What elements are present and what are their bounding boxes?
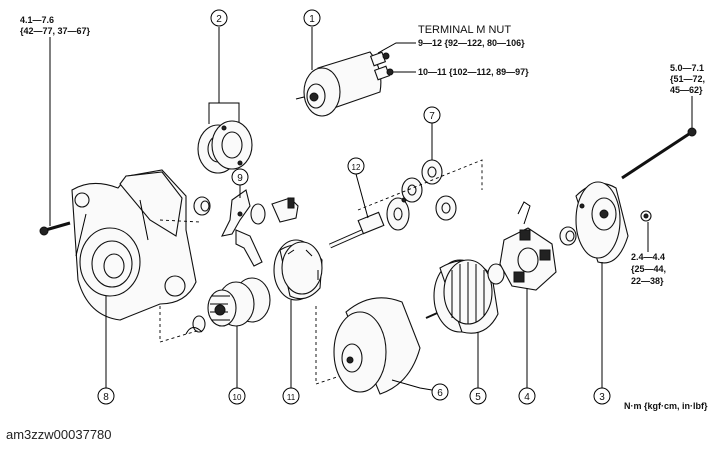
overrunning-clutch: [185, 277, 271, 335]
armature: [425, 259, 505, 334]
brush-holder: [499, 201, 557, 291]
torque-top-left-line1: 4.1—7.6: [20, 15, 54, 25]
units-note: N·m {kgf·cm, in·lbf}: [624, 401, 708, 411]
torque-top-left-line2: {42—77, 37—67}: [20, 26, 91, 36]
svg-text:9: 9: [237, 173, 243, 184]
torque-top-left: 4.1—7.6 {42—77, 37—67}: [20, 15, 91, 226]
bushing: [193, 196, 211, 216]
callout-7: 7: [423, 106, 441, 124]
terminal-m-nut-label: TERMINAL M NUT: [418, 24, 511, 36]
gasket-plate: [197, 102, 253, 174]
internal-gear-unit: [273, 239, 323, 301]
callout-4: 4: [518, 387, 536, 405]
svg-text:11: 11: [287, 393, 296, 402]
through-bolt: [621, 127, 697, 180]
terminal-m-nut-torque: 9—12 {92—122, 80—106}: [418, 38, 525, 48]
shift-lever: [221, 189, 263, 267]
brush-screw-torque-1: 2.4—4.4: [631, 252, 665, 262]
svg-text:3: 3: [599, 392, 605, 403]
callout-9: 9: [231, 168, 249, 186]
svg-text:4: 4: [524, 392, 530, 403]
solenoid-switch: [295, 51, 394, 117]
callout-1: 1: [303, 9, 321, 27]
svg-text:1: 1: [309, 14, 315, 25]
callout-3: 3: [593, 387, 611, 405]
front-housing: [71, 169, 201, 321]
svg-text:2: 2: [216, 14, 222, 25]
callout-11: 11: [282, 387, 300, 405]
callout-8: 8: [97, 387, 115, 405]
callout-5: 5: [469, 387, 487, 405]
through-bolt-torque-1: 5.0—7.1: [670, 63, 704, 73]
planetary-shaft: [328, 197, 410, 249]
torque-through-bolt: 5.0—7.1 {51—72, 45—62}: [670, 63, 705, 130]
assembly-guide-upper: [357, 159, 483, 211]
housing-bolt: [39, 221, 71, 236]
callout-6: 6: [431, 383, 449, 401]
callout-12: 12: [347, 157, 365, 175]
callout-2: 2: [210, 9, 228, 27]
svg-text:10: 10: [233, 393, 242, 402]
svg-text:6: 6: [437, 388, 443, 399]
torque-terminal-m: TERMINAL M NUT 9—12 {92—122, 80—106}: [377, 24, 525, 54]
planetary-gears: [401, 159, 457, 221]
rear-washer: [559, 226, 577, 246]
through-bolt-torque-2: {51—72,: [670, 74, 705, 84]
brush-screw: [640, 210, 652, 222]
through-bolt-torque-3: 45—62}: [670, 85, 703, 95]
lever-holder: [250, 197, 299, 225]
brush-screw-torque-3: 22—38}: [631, 276, 664, 286]
figure-caption: am3zzw00037780: [6, 427, 112, 442]
svg-text:5: 5: [475, 392, 481, 403]
rear-cover: [575, 181, 629, 264]
torque-terminal-b: 10—11 {102—112, 89—97}: [392, 67, 529, 77]
terminal-b-torque: 10—11 {102—112, 89—97}: [418, 67, 529, 77]
svg-text:7: 7: [429, 111, 435, 122]
svg-text:12: 12: [352, 163, 361, 172]
callout-10: 10: [228, 387, 246, 405]
torque-brush-screw: 2.4—4.4 {25—44, 22—38}: [631, 222, 666, 286]
callout-leaders: [105, 27, 603, 391]
assembly-guide-left: [159, 306, 201, 343]
svg-text:8: 8: [103, 392, 109, 403]
brush-screw-torque-2: {25—44,: [631, 264, 666, 274]
yoke: [333, 297, 421, 395]
